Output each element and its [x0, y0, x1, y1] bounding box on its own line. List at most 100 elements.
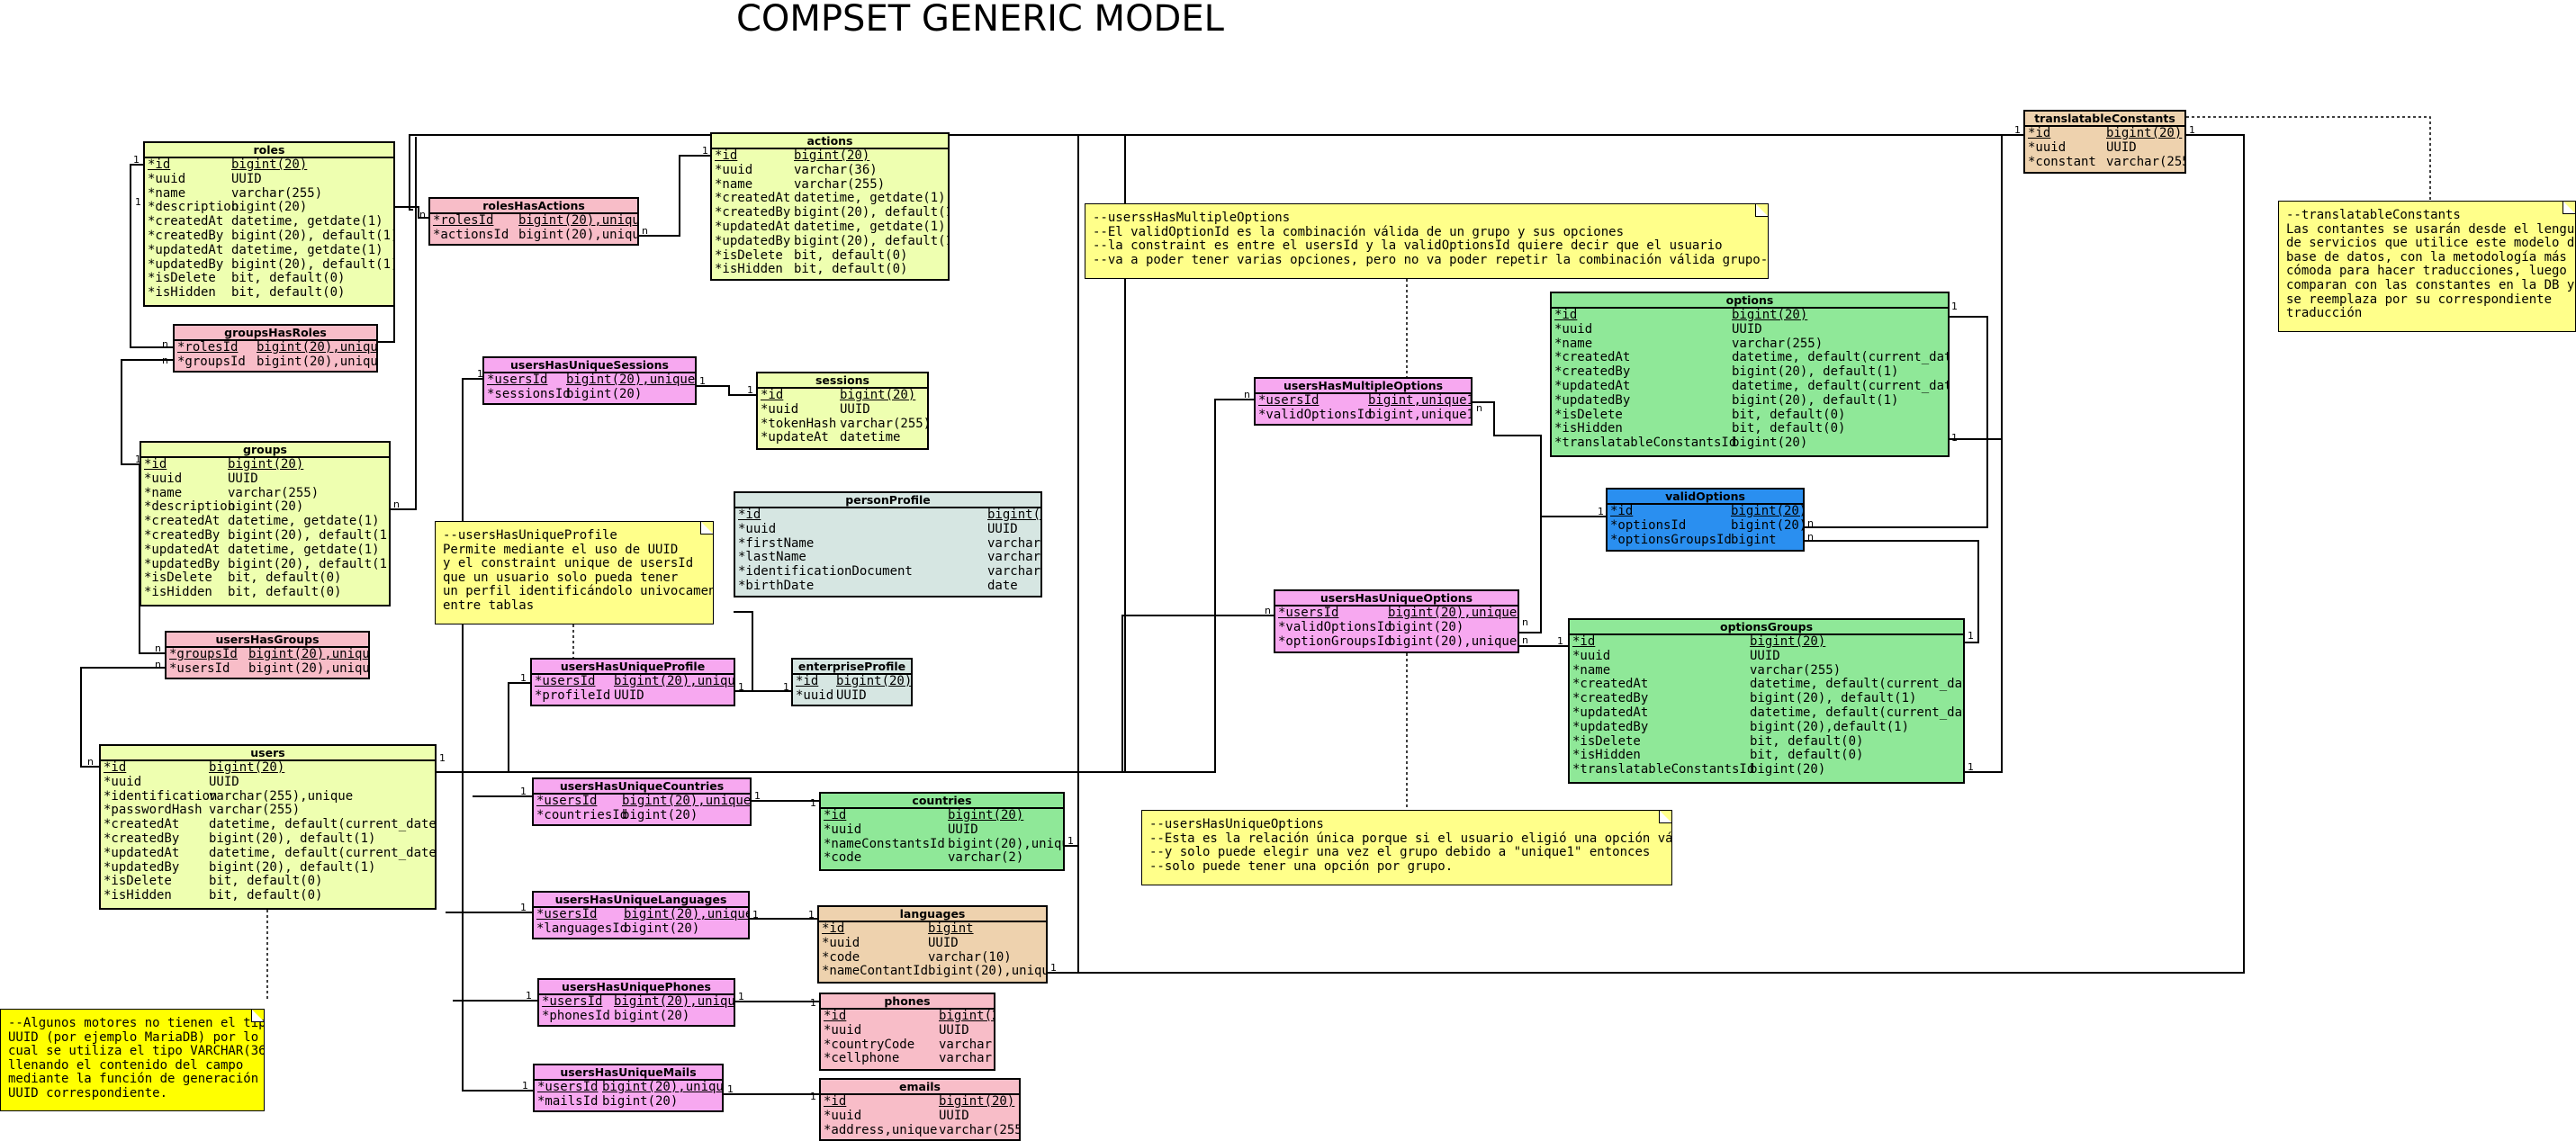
table-usersHasGroups[interactable]: usersHasGroups*groupsIdbigint(20),unique… [165, 631, 370, 679]
column-type: varchar(255) [231, 185, 323, 201]
table-rolesHasActions[interactable]: rolesHasActions*rolesIdbigint(20),unique… [428, 197, 639, 246]
column-name: *usersId [537, 1080, 599, 1094]
note-connector [2186, 116, 2431, 201]
relationship-line [1519, 517, 1542, 633]
relationship-line [121, 359, 173, 465]
column-name: *isDelete [715, 247, 783, 263]
column-name: *id [824, 1094, 847, 1109]
column-type: bigint [928, 921, 974, 936]
column-type: bigint(20) [231, 200, 308, 215]
table-personProfile[interactable]: personProfile*idbigint(20)*uuidUUID*firs… [734, 491, 1042, 597]
column-name: *id [104, 760, 127, 775]
table-phones[interactable]: phones*idbigint(20)*uuidUUID*countryCode… [819, 993, 995, 1071]
column-type: varchar(255),unique [209, 788, 354, 804]
column-type: bigint(20) [1750, 762, 1826, 777]
column-type: bigint(20), default(1) [228, 556, 391, 571]
column-name: *id [822, 921, 845, 936]
cardinality-label: 1 [520, 672, 527, 684]
column-name: *usersId [487, 373, 548, 387]
column-name: *id [796, 674, 819, 688]
column-name: *id [761, 388, 784, 402]
column-name: *isHidden [104, 888, 172, 903]
table-title: rolesHasActions [430, 199, 637, 214]
table-title: usersHasUniqueLanguages [534, 893, 748, 908]
cardinality-label: 1 [702, 145, 708, 157]
column-type: UUID [836, 687, 867, 703]
column-type: UUID [987, 521, 1018, 536]
cardinality-label: 1 [1968, 630, 1974, 642]
column-name: *cellphone [824, 1051, 900, 1066]
column-name: *optionsId [1610, 517, 1687, 533]
table-title: usersHasUniqueCountries [534, 779, 750, 795]
column-name: *id [148, 157, 171, 172]
column-name: *isDelete [104, 874, 172, 889]
column-type: UUID [948, 822, 978, 837]
column-type: UUID [228, 471, 258, 486]
column-name: *updatedAt [1554, 378, 1631, 393]
column-type: bigint(20) [602, 1093, 679, 1109]
column-name: *nameContantId [822, 964, 929, 979]
column-type: bigint(20), default(1) [228, 527, 391, 543]
column-type: varchar(2) [948, 850, 1024, 866]
column-type: bit, default(0) [794, 262, 908, 277]
relationship-line [1121, 615, 1274, 773]
relationship-line [391, 137, 417, 510]
table-groupsHasRoles[interactable]: groupsHasRoles*rolesIdbigint(20),unique1… [173, 324, 378, 373]
column-type: datetime, default(current_date) [1750, 677, 1965, 692]
column-name: *nameConstantsId [824, 836, 945, 851]
column-type: bigint(20) [624, 921, 700, 936]
column-name: *uuid [738, 521, 777, 536]
column-name: *createdAt [148, 214, 224, 229]
cardinality-label: 1 [810, 797, 816, 809]
column-name: *name [1554, 336, 1593, 351]
column-name: *uuid [824, 822, 862, 837]
column-name: *actionsId [433, 227, 509, 242]
column-type: bigint(20),unique1 [257, 354, 378, 369]
column-name: *usersId [542, 994, 603, 1009]
cardinality-label: 1 [520, 786, 527, 797]
relationship-line [80, 667, 165, 768]
